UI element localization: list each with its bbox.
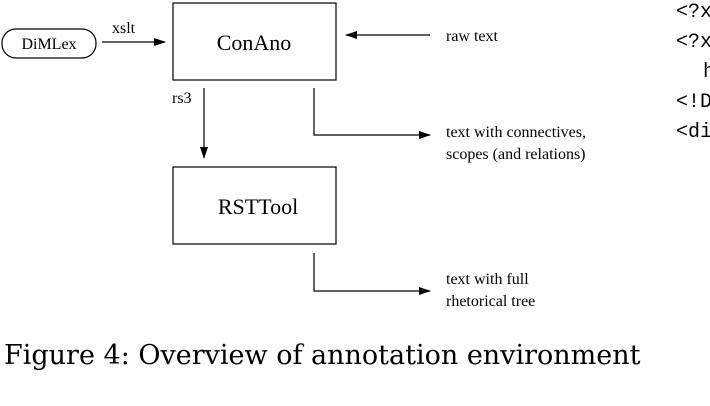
- rhetorical-label-line1: text with full: [446, 271, 529, 288]
- rsttool-label: RSTTool: [218, 194, 298, 219]
- raw-text-label: raw text: [446, 28, 499, 45]
- figure-caption: Figure 4: Overview of annotation environ…: [4, 340, 641, 371]
- rsttool-node: [172, 166, 337, 245]
- code-line-4: <!D: [676, 91, 710, 114]
- xslt-label: xslt: [112, 20, 136, 37]
- rhetorical-label-line2: rhetorical tree: [446, 293, 535, 310]
- connectives-label-line1: text with connectives,: [446, 124, 586, 141]
- rsttool-output-arrow: [313, 253, 431, 295]
- code-line-2: <?x: [676, 31, 710, 54]
- conano-node: [172, 2, 337, 81]
- conano-output-arrow: [313, 88, 431, 139]
- code-line-3: h: [703, 61, 710, 84]
- rs3-label: rs3: [172, 90, 192, 107]
- code-line-1: <?x: [676, 1, 710, 24]
- dimlex-node: [1, 28, 97, 59]
- connectives-label-line2: scopes (and relations): [446, 146, 586, 163]
- conano-label: ConAno: [217, 30, 292, 55]
- dimlex-label: DiMLex: [21, 36, 76, 53]
- code-line-5: <di: [676, 121, 710, 144]
